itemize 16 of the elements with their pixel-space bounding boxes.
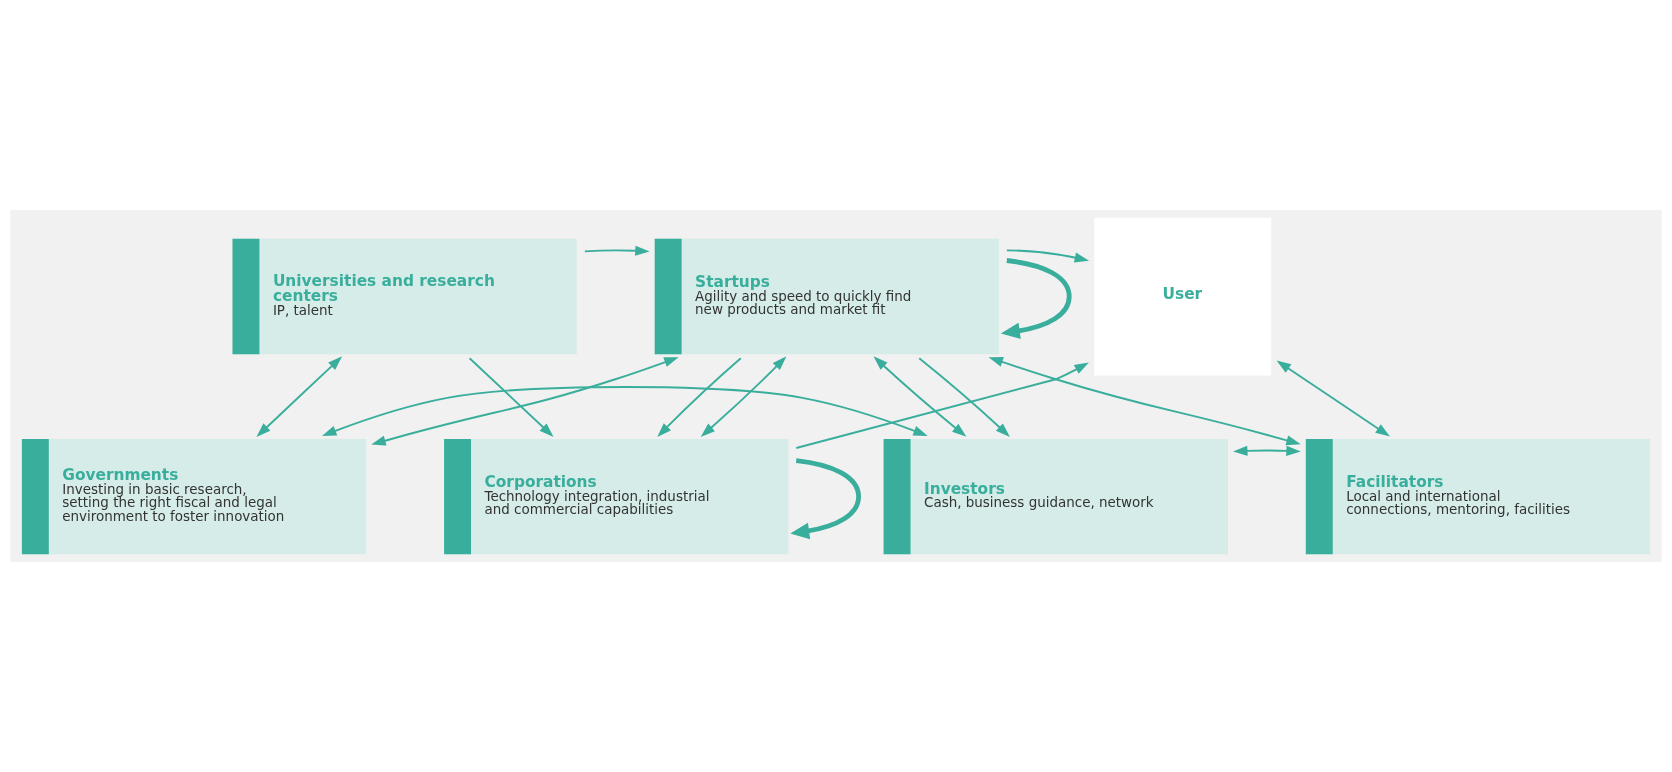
arrow [918, 357, 1010, 437]
arrow [790, 458, 861, 540]
arrow [873, 356, 967, 437]
arrow [700, 356, 787, 437]
arrow [322, 385, 928, 437]
arrow [1005, 249, 1090, 263]
arrow [256, 356, 343, 437]
arrow [1233, 445, 1301, 456]
arrow [657, 357, 742, 438]
arrow [988, 357, 1301, 446]
arrow [1000, 258, 1072, 340]
arrow [795, 362, 1089, 449]
arrow [468, 357, 554, 437]
arrow [371, 357, 679, 446]
arrow [1276, 360, 1390, 437]
arrow [583, 245, 650, 256]
